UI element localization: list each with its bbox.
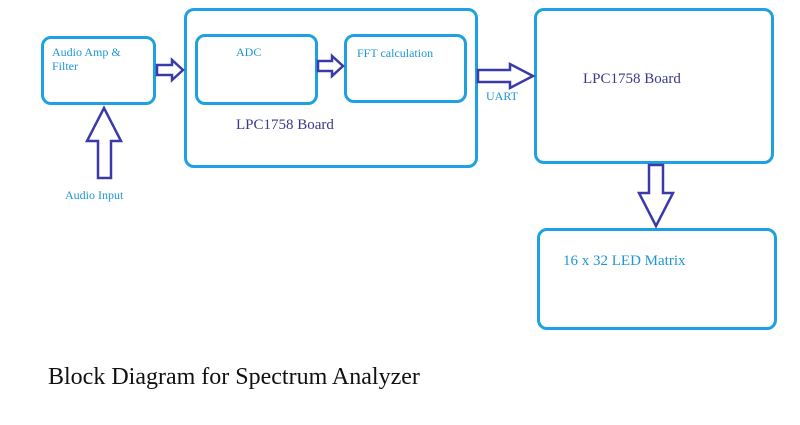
- adc-block: [195, 34, 318, 105]
- main-board-label: LPC1758 Board: [236, 117, 334, 133]
- second-board-label: LPC1758 Board: [583, 71, 681, 87]
- adc-label: ADC: [236, 45, 262, 59]
- audio-amp-filter-label: Audio Amp & Filter: [52, 45, 121, 73]
- lpc1758-board-block-2: [534, 8, 774, 164]
- fft-calculation-block: [344, 34, 467, 103]
- arrow-uart: [476, 61, 536, 91]
- led-matrix-label: 16 x 32 LED Matrix: [563, 253, 686, 269]
- arrow-board-to-led: [636, 163, 676, 229]
- led-matrix-block: [537, 228, 777, 330]
- diagram-title: Block Diagram for Spectrum Analyzer: [48, 364, 420, 390]
- arrow-adc-to-fft: [316, 53, 345, 79]
- fft-calculation-label: FFT calculation: [357, 46, 434, 60]
- uart-label: UART: [486, 89, 518, 103]
- arrow-audio-input: [84, 105, 124, 180]
- arrow-amp-to-board: [155, 57, 185, 83]
- audio-input-label: Audio Input: [65, 188, 124, 202]
- audio-amp-filter-block: [41, 36, 156, 105]
